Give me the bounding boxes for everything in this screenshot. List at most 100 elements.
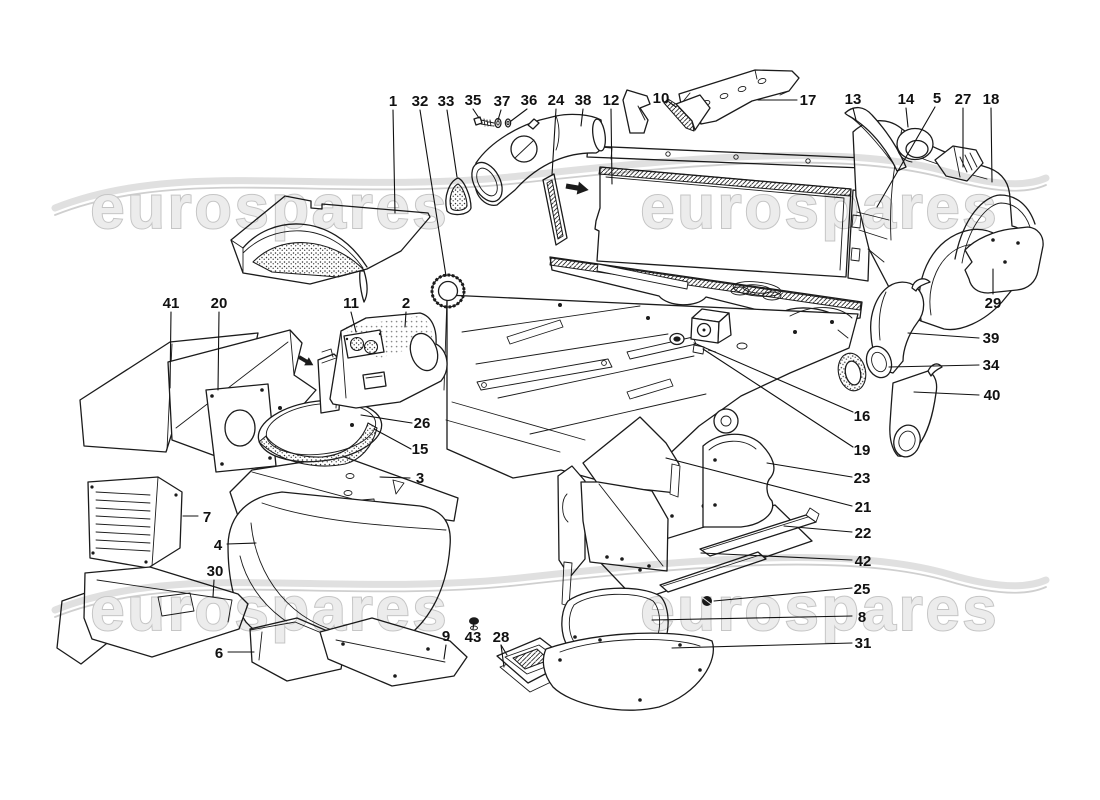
watermark-swoosh-top [51,152,1050,212]
callout-13: 13 [845,91,862,108]
callout-31: 31 [855,635,872,652]
watermark-swoosh-top-echo [54,161,1047,216]
leader-line-34 [888,364,980,368]
watermark-text: eurospares [91,173,450,241]
watermark-swoosh-bottom-echo [54,563,1047,618]
part-corner-bracket [663,94,711,132]
leader-line-21 [665,457,853,507]
leader-line-24 [551,108,557,176]
callout-38: 38 [575,92,592,109]
leader-line-35 [472,108,480,119]
callout-22: 22 [855,525,872,542]
watermark-text: eurospares [641,575,1000,643]
callout-35: 35 [465,92,482,109]
leader-line-26 [360,414,413,424]
callout-39: 39 [983,330,1000,347]
part-tunnel-carpet [329,312,448,409]
leader-line-25 [713,587,853,602]
leader-line-18 [990,107,993,183]
part-duct-ring [896,127,934,163]
leader-line-22 [783,525,853,533]
leader-line-16 [693,342,854,413]
callout-10: 10 [653,90,670,107]
callout-14: 14 [898,91,915,108]
callout-9: 9 [442,628,450,645]
leader-line-23 [766,462,853,478]
callout-30: 30 [207,563,224,580]
leader-line-28 [500,644,505,668]
callout-16: 16 [854,408,871,425]
leader-line-38 [580,108,584,127]
part-round-mat [257,399,383,467]
watermark-swoosh-bottom [51,554,1050,614]
leader-line-15 [373,428,412,450]
leader-line-14 [905,107,909,128]
part-oval-grommet [837,352,867,392]
part-rocker-sill [549,256,863,321]
part-lower-duct [889,363,943,458]
leader-line-5 [876,106,936,208]
callout-29: 29 [985,295,1002,312]
leader-line-39 [907,332,980,339]
watermark-layer: eurospares eurospares eurospares eurospa… [51,152,1050,644]
part-upper-duct [865,278,931,379]
callout-23: 23 [854,470,871,487]
part-wheel-arch-tub [227,491,451,658]
part-flat-mat [319,617,468,687]
right-arrow-icon [298,355,314,366]
leader-line-32 [419,109,447,277]
part-side-wall-panels [79,329,317,473]
callout-7: 7 [203,509,211,526]
callout-12: 12 [603,92,620,109]
leader-line-2 [404,311,407,328]
right-arrow-icon [565,181,589,195]
leader-line-8 [651,615,853,621]
callout-4: 4 [214,537,223,554]
callout-33: 33 [438,93,455,110]
part-engine-bulkhead [557,408,739,607]
callout-5: 5 [933,90,941,107]
leader-line-20 [217,311,220,391]
callout-11: 11 [343,295,359,312]
callout-19: 19 [854,442,871,459]
part-bulkhead-insulation-panel [594,166,872,282]
callout-6: 6 [215,645,223,662]
leader-line-41 [169,311,172,389]
part-front-cover [230,195,431,303]
leader-line-3 [379,476,411,479]
leader-line-31 [671,642,853,649]
callout-32: 32 [412,93,429,110]
part-floor-pan [443,281,859,487]
callout-18: 18 [983,91,1000,108]
part-pillar-bracket [622,89,651,134]
callout-37: 37 [494,93,511,110]
leader-line-37 [497,109,502,121]
watermark-text: eurospares [641,173,1000,241]
callout-2: 2 [402,295,410,312]
part-rear-mat [542,632,714,711]
part-louvered-panel [87,476,183,569]
callout-20: 20 [211,295,228,312]
callout-25: 25 [854,581,871,598]
leader-line-9 [443,644,447,660]
part-ring-gasket [430,273,466,309]
callout-41: 41 [163,295,180,312]
leader-line-11 [350,311,357,333]
leader-line-12 [610,108,613,185]
leader-line-33 [446,109,458,178]
callout-24: 24 [548,92,565,109]
part-gauge-plate [343,329,385,359]
watermark-text: eurospares [91,575,450,643]
callout-43: 43 [465,629,482,646]
callout-15: 15 [412,441,429,458]
part-push-grommet [702,596,712,606]
leader-line-19 [702,348,854,448]
callout-21: 21 [855,499,872,516]
leader-line-4 [226,542,257,545]
leader-line-28 [500,644,508,656]
part-bolt-and-washers [473,116,512,129]
leader-line-40 [913,391,980,396]
leader-line-1 [392,109,396,214]
